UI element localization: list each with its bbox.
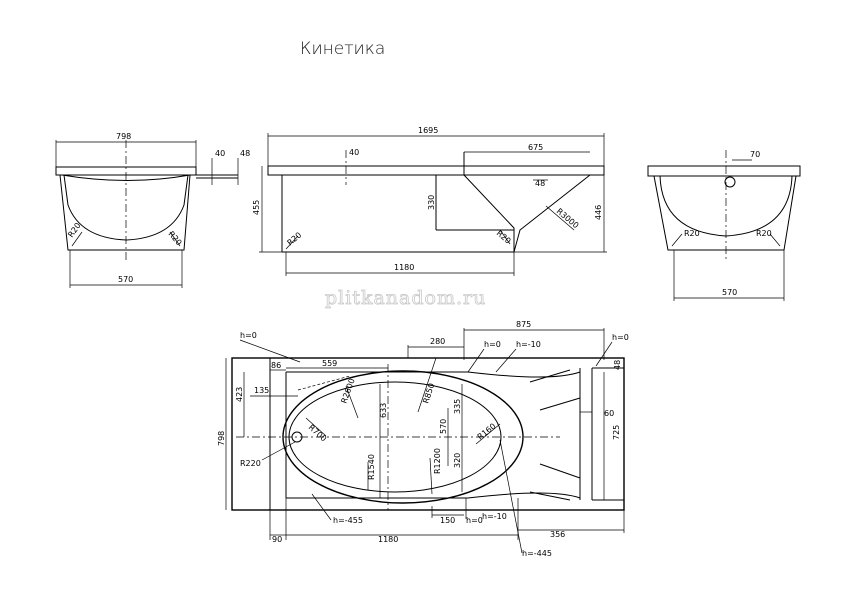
side-dim-48: 48	[535, 179, 545, 188]
end-rim	[647, 165, 801, 177]
plan-dim-570: 570	[439, 419, 448, 434]
drawing-title: Кинетика	[300, 39, 385, 59]
plan-basin-outer	[282, 370, 524, 504]
plan-dim-875: 875	[516, 320, 531, 329]
plan-r850: R850	[421, 382, 436, 405]
side-dim-446: 446	[594, 205, 603, 220]
plan-dim-150: 150	[440, 516, 455, 525]
plan-dim-90: 90	[272, 535, 282, 544]
plan-h0-b: h=0	[612, 333, 629, 342]
plan-h0-c: h=0	[484, 340, 501, 349]
plan-h0-d: h=0	[466, 516, 483, 525]
front-dim-48: 48	[240, 149, 250, 158]
plan-h-10-a: h=-10	[516, 340, 541, 349]
side-r20-b: R20	[495, 229, 513, 246]
plan-r220: R220	[240, 459, 261, 468]
side-slope-outer	[513, 174, 591, 253]
end-r20-right: R20	[756, 229, 772, 238]
plan-r1200: R1200	[433, 448, 442, 474]
front-dim-798: 798	[116, 132, 131, 141]
side-slope-inner	[463, 174, 515, 252]
plan-dim-1180: 1180	[378, 535, 398, 544]
end-dim-70: 70	[750, 150, 760, 159]
front-dim-40: 40	[215, 149, 225, 158]
plan-dim-48: 48	[613, 360, 622, 370]
plan-r1540: R1540	[367, 454, 376, 480]
side-dim-1695: 1695	[418, 126, 438, 135]
side-rim	[267, 165, 605, 176]
plan-dim-725: 725	[612, 425, 621, 440]
front-dim-570: 570	[118, 275, 133, 284]
front-r20-right: R20	[166, 230, 183, 248]
plan-dim-60: 60	[604, 409, 614, 418]
front-rim-curve	[61, 174, 191, 181]
plan-h-445: h=-445	[522, 549, 552, 558]
plan-outline	[231, 357, 625, 511]
plan-dim-280: 280	[430, 337, 445, 346]
side-dim-330: 330	[427, 195, 436, 210]
plan-r700: R700	[307, 423, 329, 444]
plan-view: h=0 875 h=0 280 h=0 h=-10 48 86 559 423 …	[217, 320, 629, 558]
end-r20-left: R20	[684, 229, 700, 238]
plan-dim-423: 423	[235, 387, 244, 402]
side-r20-a: R20	[286, 231, 304, 248]
plan-dim-633: 633	[379, 403, 388, 418]
end-dim-570: 570	[722, 288, 737, 297]
plan-r160: R160	[476, 422, 498, 442]
plan-dim-86: 86	[271, 361, 281, 370]
plan-r2600: R2600	[339, 377, 356, 404]
front-outer-shell	[59, 174, 191, 251]
plan-dim-356: 356	[550, 530, 565, 539]
end-drain-circle	[724, 176, 736, 188]
plan-dim-135: 135	[254, 386, 269, 395]
plan-dim-320: 320	[453, 453, 462, 468]
side-view: 1695 40 675 48 455 330 446 R20 R20 R3000…	[252, 126, 607, 276]
side-dim-675: 675	[528, 143, 543, 152]
side-dim-1180: 1180	[394, 263, 414, 272]
side-r3000: R3000	[555, 207, 581, 231]
side-dim-455: 455	[252, 200, 261, 215]
plan-h-10-b: h=-10	[482, 512, 507, 521]
end-view: 70 R20 R20 570	[647, 150, 801, 301]
watermark: plitkanadom.ru	[325, 287, 486, 309]
side-dim-40: 40	[349, 148, 359, 157]
plan-dim-335: 335	[453, 399, 462, 414]
end-outer-shell	[653, 175, 797, 251]
front-view: 798 40 48 R20 R20 570	[55, 132, 250, 288]
plan-dim-559: 559	[322, 359, 337, 368]
plan-dim-798: 798	[217, 431, 226, 446]
plan-h0-a: h=0	[240, 331, 257, 340]
plan-h-455: h=-455	[333, 516, 363, 525]
